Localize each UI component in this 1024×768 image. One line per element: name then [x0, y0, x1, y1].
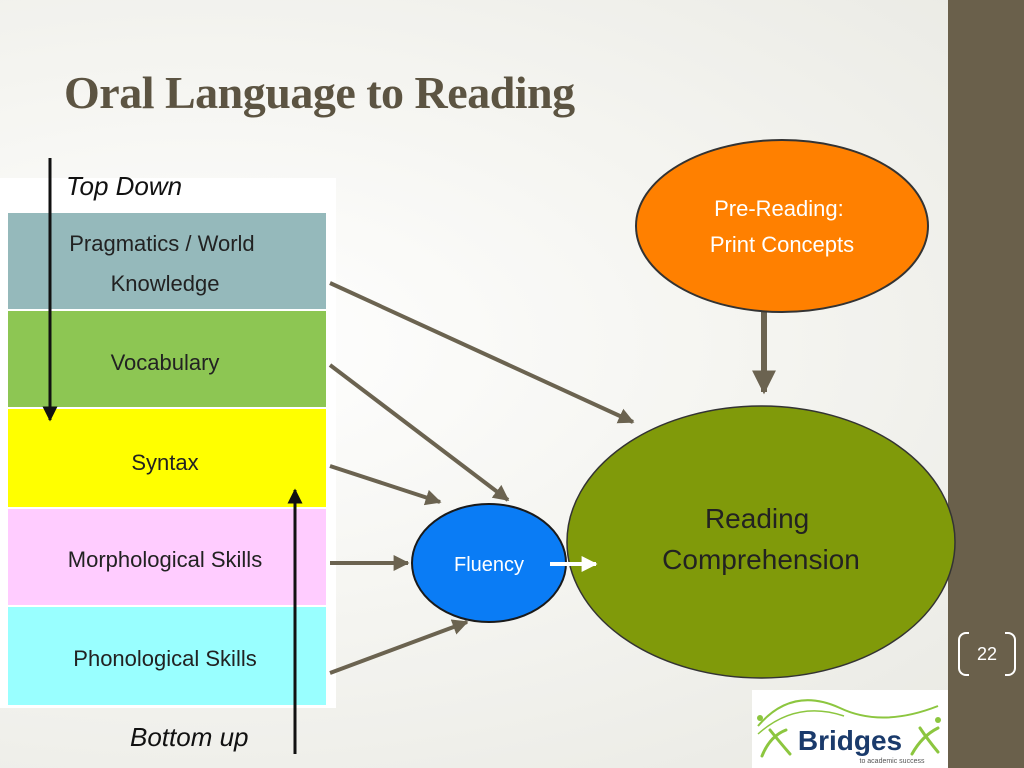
layer-phonological: Phonological Skills: [6, 605, 328, 707]
layer-vocabulary-line-1: Vocabulary: [111, 350, 220, 375]
comprehension-line-2: Comprehension: [662, 544, 860, 575]
arrow-syntax-to-fluency: [329, 464, 442, 506]
comprehension-line-1: Reading: [705, 503, 809, 534]
fluency-node: Fluency: [411, 503, 567, 623]
prereading-label: Pre-Reading: Print Concepts: [710, 196, 854, 257]
page-number: 22: [958, 632, 1016, 676]
layer-pragmatics: Pragmatics / World Knowledge: [6, 211, 328, 311]
bridges-logo: Bridges to academic success: [752, 690, 948, 768]
bridges-logo-name: Bridges: [798, 725, 902, 756]
connector-arrows: [328, 281, 776, 675]
layer-syntax: Syntax: [6, 407, 328, 509]
top-down-label: Top Down: [66, 171, 182, 201]
layer-vocabulary-label: Vocabulary: [111, 350, 220, 375]
layer-morphological-label: Morphological Skills: [68, 547, 262, 572]
page-bracket-left: [958, 632, 969, 676]
prereading-line-2: Print Concepts: [710, 232, 854, 257]
arrow-pragmatics-to-comprehension: [329, 281, 635, 424]
arrow-phonological-to-fluency: [329, 619, 469, 675]
layer-morphological-line-1: Morphological Skills: [68, 547, 262, 572]
prereading-line-1: Pre-Reading:: [714, 196, 844, 221]
sidebar-band: [948, 0, 1024, 768]
layer-phonological-label: Phonological Skills: [73, 646, 256, 671]
prereading-node: Pre-Reading: Print Concepts: [635, 139, 929, 313]
bridges-logo-tagline: to academic success: [860, 758, 925, 765]
bridges-logo-mark: Bridges to academic success: [757, 699, 941, 765]
layer-pragmatics-line-1: Pragmatics / World: [69, 231, 254, 256]
comprehension-node: Reading Comprehension: [566, 405, 956, 679]
slide-title: Oral Language to Reading: [64, 67, 575, 118]
layer-pragmatics-line-2: Knowledge: [111, 271, 220, 296]
layer-pragmatics-label: Pragmatics / World Knowledge: [69, 231, 261, 296]
page-bracket-right: [1005, 632, 1016, 676]
layer-vocabulary: Vocabulary: [6, 309, 328, 409]
layer-syntax-line-1: Syntax: [131, 450, 198, 475]
bottom-up-label: Bottom up: [130, 722, 249, 752]
fluency-label: Fluency: [454, 554, 524, 576]
page-number-text: 22: [976, 644, 998, 664]
layer-morphological: Morphological Skills: [6, 507, 328, 607]
layer-syntax-label: Syntax: [131, 450, 198, 475]
layer-phonological-line-1: Phonological Skills: [73, 646, 256, 671]
arrow-vocabulary-to-fluency: [328, 363, 510, 502]
comprehension-label: Reading Comprehension: [662, 503, 860, 575]
